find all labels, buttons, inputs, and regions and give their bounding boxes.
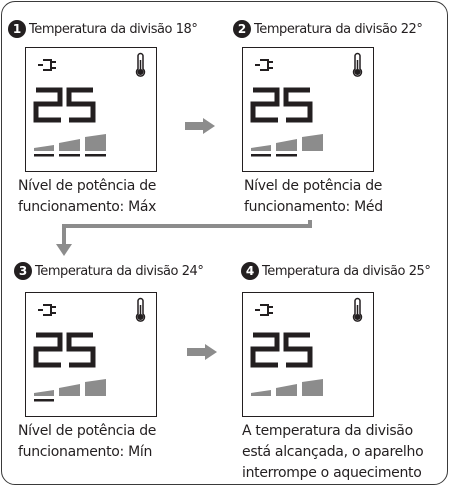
- step-1-title: Temperatura da divisão 18°: [29, 21, 198, 37]
- caption-2-line-1: Nível de potência de: [244, 178, 383, 194]
- caption-1-line-2: funcionamento: Máx: [18, 199, 157, 215]
- display-3: [25, 292, 157, 417]
- caption-3-line-1: Nível de potência de: [18, 423, 157, 439]
- step-1-badge: 1: [8, 20, 26, 38]
- caption-1: Nível de potência de funcionamento: Máx: [18, 176, 156, 218]
- power-bars: [34, 379, 106, 402]
- caption-4-line-1: A temperatura da divisão: [242, 423, 413, 439]
- thermometer-icon: [352, 297, 363, 322]
- digit-display: [250, 332, 313, 368]
- step-1-heading: 1 Temperatura da divisão 18°: [8, 20, 198, 38]
- caption-4-line-2: está alcançada, o aparelho: [242, 444, 424, 460]
- caption-2: Nível de potência de funcionamento: Méd: [244, 176, 383, 218]
- caption-1-line-1: Nível de potência de: [18, 178, 157, 194]
- arrow-right-icon: [187, 344, 217, 360]
- plug-icon: [255, 59, 273, 71]
- step-3-heading: 3 Temperatura da divisão 24°: [14, 262, 204, 280]
- thermometer-icon: [352, 52, 363, 77]
- step-4-title: Temperatura da divisão 25°: [262, 263, 431, 279]
- plug-icon: [38, 59, 56, 71]
- step-2-badge: 2: [233, 20, 251, 38]
- step-2-title: Temperatura da divisão 22°: [254, 21, 423, 37]
- caption-3: Nível de potência de funcionamento: Mín: [18, 421, 156, 463]
- step-3-title: Temperatura da divisão 24°: [35, 263, 204, 279]
- power-bars: [34, 134, 106, 157]
- caption-2-line-2: funcionamento: Méd: [244, 199, 383, 215]
- display-1: [25, 47, 157, 172]
- arrow-right-icon: [185, 118, 215, 134]
- step-3-badge: 3: [14, 262, 32, 280]
- thermometer-icon: [135, 52, 146, 77]
- step-4-heading: 4 Temperatura da divisão 25°: [241, 262, 431, 280]
- display-4: [242, 292, 374, 417]
- digit-display: [250, 87, 313, 123]
- digit-display: [33, 87, 96, 123]
- caption-4-line-3: interrompe o aquecimento: [242, 465, 422, 481]
- thermometer-icon: [135, 297, 146, 322]
- step-2-heading: 2 Temperatura da divisão 22°: [233, 20, 423, 38]
- power-bars: [251, 134, 323, 157]
- display-2: [242, 47, 374, 172]
- step-4-badge: 4: [241, 262, 259, 280]
- arrow-elbow-icon: [56, 220, 312, 256]
- power-bars: [251, 379, 323, 396]
- plug-icon: [38, 304, 56, 316]
- digit-display: [33, 332, 96, 368]
- plug-icon: [255, 304, 273, 316]
- caption-4: A temperatura da divisão está alcançada,…: [242, 421, 424, 484]
- caption-3-line-2: funcionamento: Mín: [18, 444, 153, 460]
